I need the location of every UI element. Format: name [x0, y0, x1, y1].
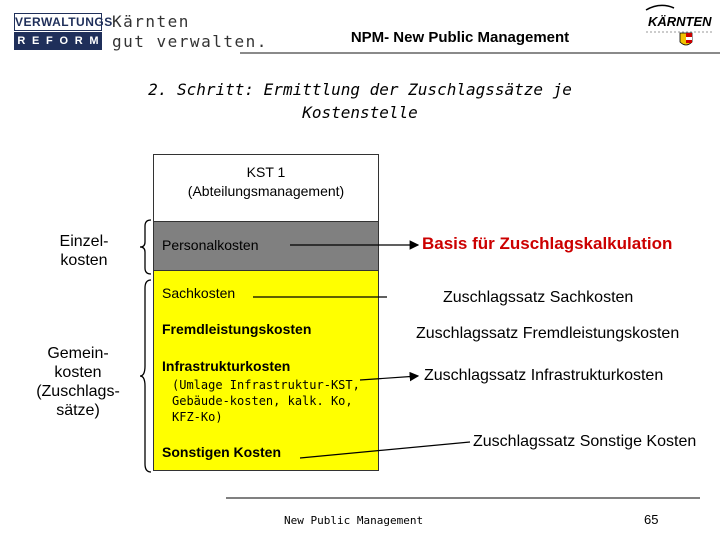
infrastruktur-subtext: (Umlage Infrastruktur-KST, Gebäude-koste…	[172, 378, 360, 424]
fremdleistungskosten-label: Fremdleistungskosten	[162, 321, 312, 337]
brace-einzel-icon	[139, 219, 152, 275]
slide-title-line2: Kostenstelle	[302, 103, 418, 122]
line-sonstige	[299, 441, 471, 459]
kst-title: KST 1	[246, 164, 286, 180]
einzel-line1: Einzel-	[59, 233, 109, 250]
logo-letter: M	[89, 35, 99, 47]
einzel-line2: kosten	[60, 252, 108, 269]
sachkosten-label: Sachkosten	[162, 285, 236, 301]
personalkosten-label: Personalkosten	[162, 237, 259, 253]
logo-letter: R	[74, 35, 83, 47]
logo-reform: R E F O R M	[14, 32, 102, 50]
zuschlagssatz-infrastruktur: Zuschlagssatz Infrastrukturkosten	[424, 367, 664, 384]
logo-kaernten: Kärnten	[112, 12, 190, 31]
gemein-line4: sätze)	[56, 402, 100, 419]
kst-table-header: KST 1 (Abteilungsmanagement)	[154, 155, 378, 222]
sonstige-kosten-label: Sonstigen Kosten	[162, 444, 282, 460]
gemeinkosten-label: Gemein- kosten (Zuschlags- sätze)	[26, 344, 130, 420]
logo-letter: R	[17, 35, 26, 47]
logo-letter: F	[46, 35, 53, 47]
einzelkosten-label: Einzel- kosten	[40, 232, 128, 270]
zuschlagssatz-fremdleistung: Zuschlagssatz Fremdleistungskosten	[416, 325, 680, 342]
gemein-line3: (Zuschlags-	[36, 383, 120, 400]
logo-gut-verwalten: gut verwalten.	[112, 32, 268, 51]
slide-title-line1: 2. Schritt: Ermittlung der Zuschlagssätz…	[148, 80, 572, 99]
kaernten-emblem-icon: KÄRNTEN	[645, 4, 712, 46]
infrastrukturkosten-label: Infrastrukturkosten	[162, 358, 291, 374]
gemein-line2: kosten	[54, 364, 102, 381]
brace-gemein-icon	[139, 279, 152, 473]
logo-letter: E	[32, 35, 40, 47]
personalkosten-row	[154, 222, 378, 271]
kst-subtitle: (Abteilungsmanagement)	[187, 183, 345, 199]
kst-table: KST 1 (Abteilungsmanagement) Personalkos…	[153, 154, 379, 471]
gemein-line1: Gemein-	[47, 345, 109, 362]
header-title: NPM- New Public Management	[350, 29, 570, 46]
slide-title: 2. Schritt: Ermittlung der Zuschlagssätz…	[60, 78, 660, 124]
logo-letter: O	[59, 35, 69, 47]
header-divider	[240, 52, 720, 54]
arrow-infrastruktur	[359, 371, 420, 382]
basis-zuschlagskalkulation: Basis für Zuschlagskalkulation	[422, 234, 673, 253]
footer-text: New Public Management	[284, 514, 424, 527]
svg-text:KÄRNTEN: KÄRNTEN	[648, 14, 712, 29]
zuschlagssatz-sachkosten: Zuschlagssatz Sachkosten	[443, 289, 634, 306]
zuschlagssatz-sonstige: Zuschlagssatz Sonstige Kosten	[473, 433, 697, 450]
logo-verwaltungs: VERWALTUNGS	[14, 13, 113, 31]
page-number: 65	[644, 512, 659, 527]
